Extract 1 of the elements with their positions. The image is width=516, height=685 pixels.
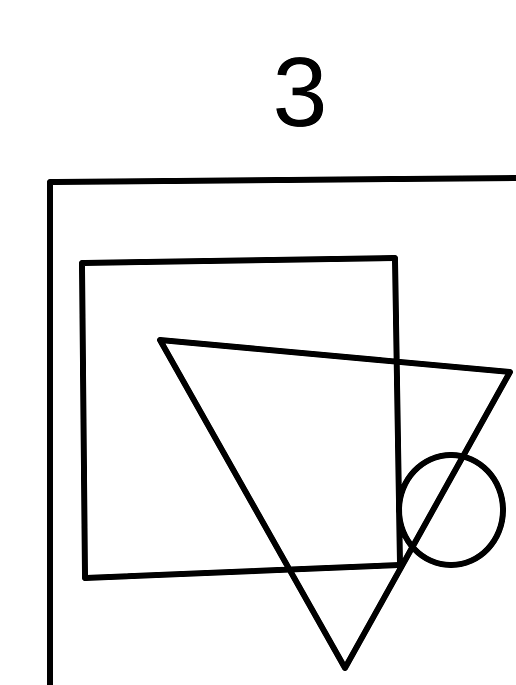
- figure-number: 3: [276, 57, 324, 127]
